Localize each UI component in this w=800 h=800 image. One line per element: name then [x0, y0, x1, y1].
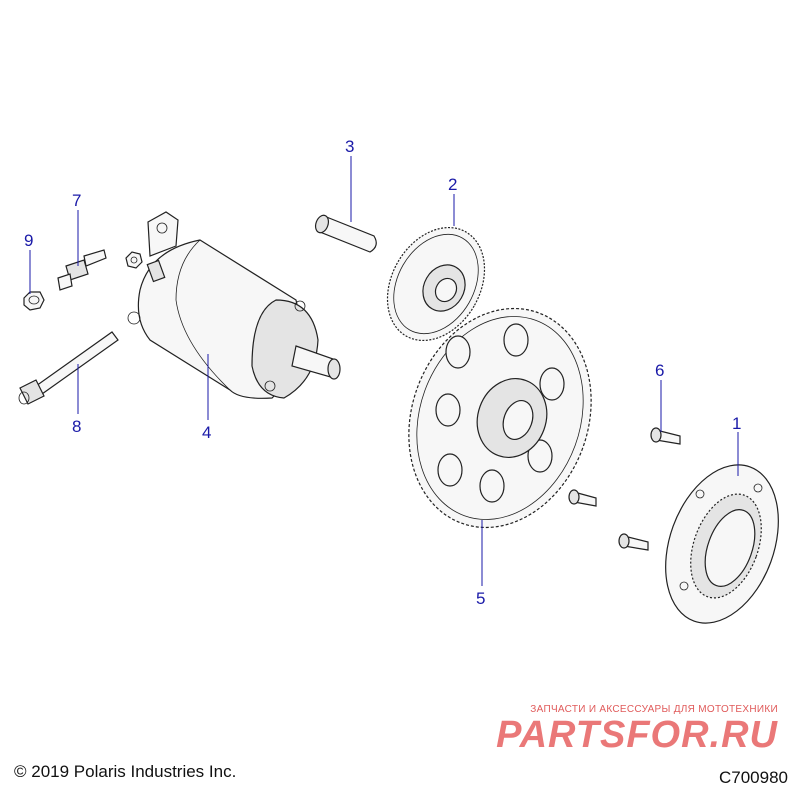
callout-2: 2: [448, 175, 457, 194]
callout-3: 3: [345, 137, 354, 156]
part-ring-gear-5: [408, 307, 592, 529]
callout-7: 7: [72, 191, 81, 210]
part-screws-6: [568, 427, 681, 551]
part-pin-3: [314, 214, 377, 253]
callout-8: 8: [72, 417, 81, 436]
callout-9: 9: [24, 231, 33, 250]
watermark-tagline: ЗАПЧАСТИ И АКСЕССУАРЫ ДЛЯ МОТОТЕХНИКИ: [530, 704, 778, 715]
part-idler-gear-2: [386, 226, 486, 342]
watermark-logo: PARTSFOR.RU: [496, 714, 778, 756]
callout-5: 5: [476, 589, 485, 608]
part-starter-motor-4: [127, 211, 341, 399]
callout-4: 4: [202, 423, 211, 442]
part-stud-7: [57, 249, 107, 291]
part-clutch-1: [665, 464, 779, 624]
watermark: ЗАПЧАСТИ И АКСЕССУАРЫ ДЛЯ МОТОТЕХНИКИ PA…: [496, 704, 778, 755]
callout-6: 6: [655, 361, 664, 380]
callout-1: 1: [732, 414, 741, 433]
copyright-text: © 2019 Polaris Industries Inc.: [14, 762, 237, 781]
part-bolt-8: [18, 331, 119, 405]
diagram-code: C700980: [718, 768, 788, 787]
part-small-nut: [125, 251, 143, 269]
part-nut-9: [23, 291, 45, 311]
